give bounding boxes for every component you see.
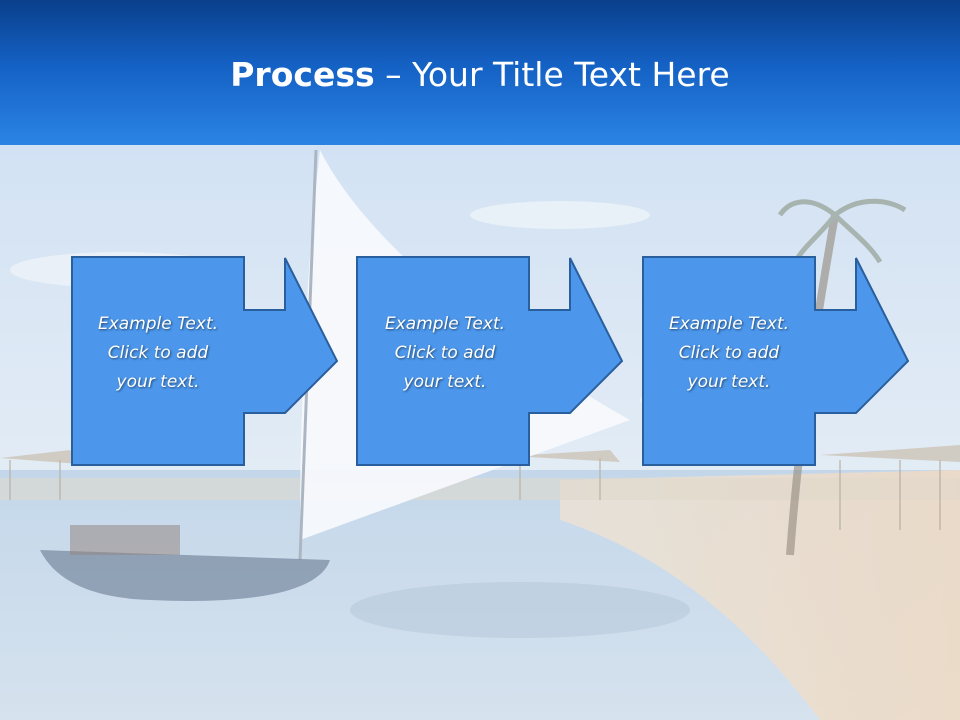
process-step-1-text[interactable]: Example Text. Click to add your text. [72,310,244,397]
process-step-2-shape[interactable] [356,256,624,466]
process-step-2-text[interactable]: Example Text. Click to add your text. [359,310,531,397]
title-rest-part: – Your Title Text Here [374,55,730,94]
header-bar [0,0,960,145]
step-2-line-1: Example Text. [384,314,506,334]
process-step-3-text[interactable]: Example Text. Click to add your text. [643,310,815,397]
step-3-line-2: Click to add [678,343,780,363]
slide-title[interactable]: Process – Your Title Text Here [0,52,960,98]
title-bold-part: Process [230,55,375,94]
step-1-line-1: Example Text. [97,314,219,334]
process-step-1-shape[interactable] [71,256,339,466]
boat-cabin [70,525,180,555]
boat-shadow [350,582,690,638]
process-step-3-shape[interactable] [642,256,910,466]
step-1-line-2: Click to add [107,343,209,363]
boat-hull [40,550,330,601]
step-3-line-3: your text. [687,372,771,392]
sand-beach [560,470,960,720]
horizon-strip [0,478,960,500]
step-2-line-2: Click to add [394,343,496,363]
step-3-line-1: Example Text. [668,314,790,334]
cloud [470,201,650,229]
step-1-line-3: your text. [116,372,200,392]
step-2-line-3: your text. [403,372,487,392]
